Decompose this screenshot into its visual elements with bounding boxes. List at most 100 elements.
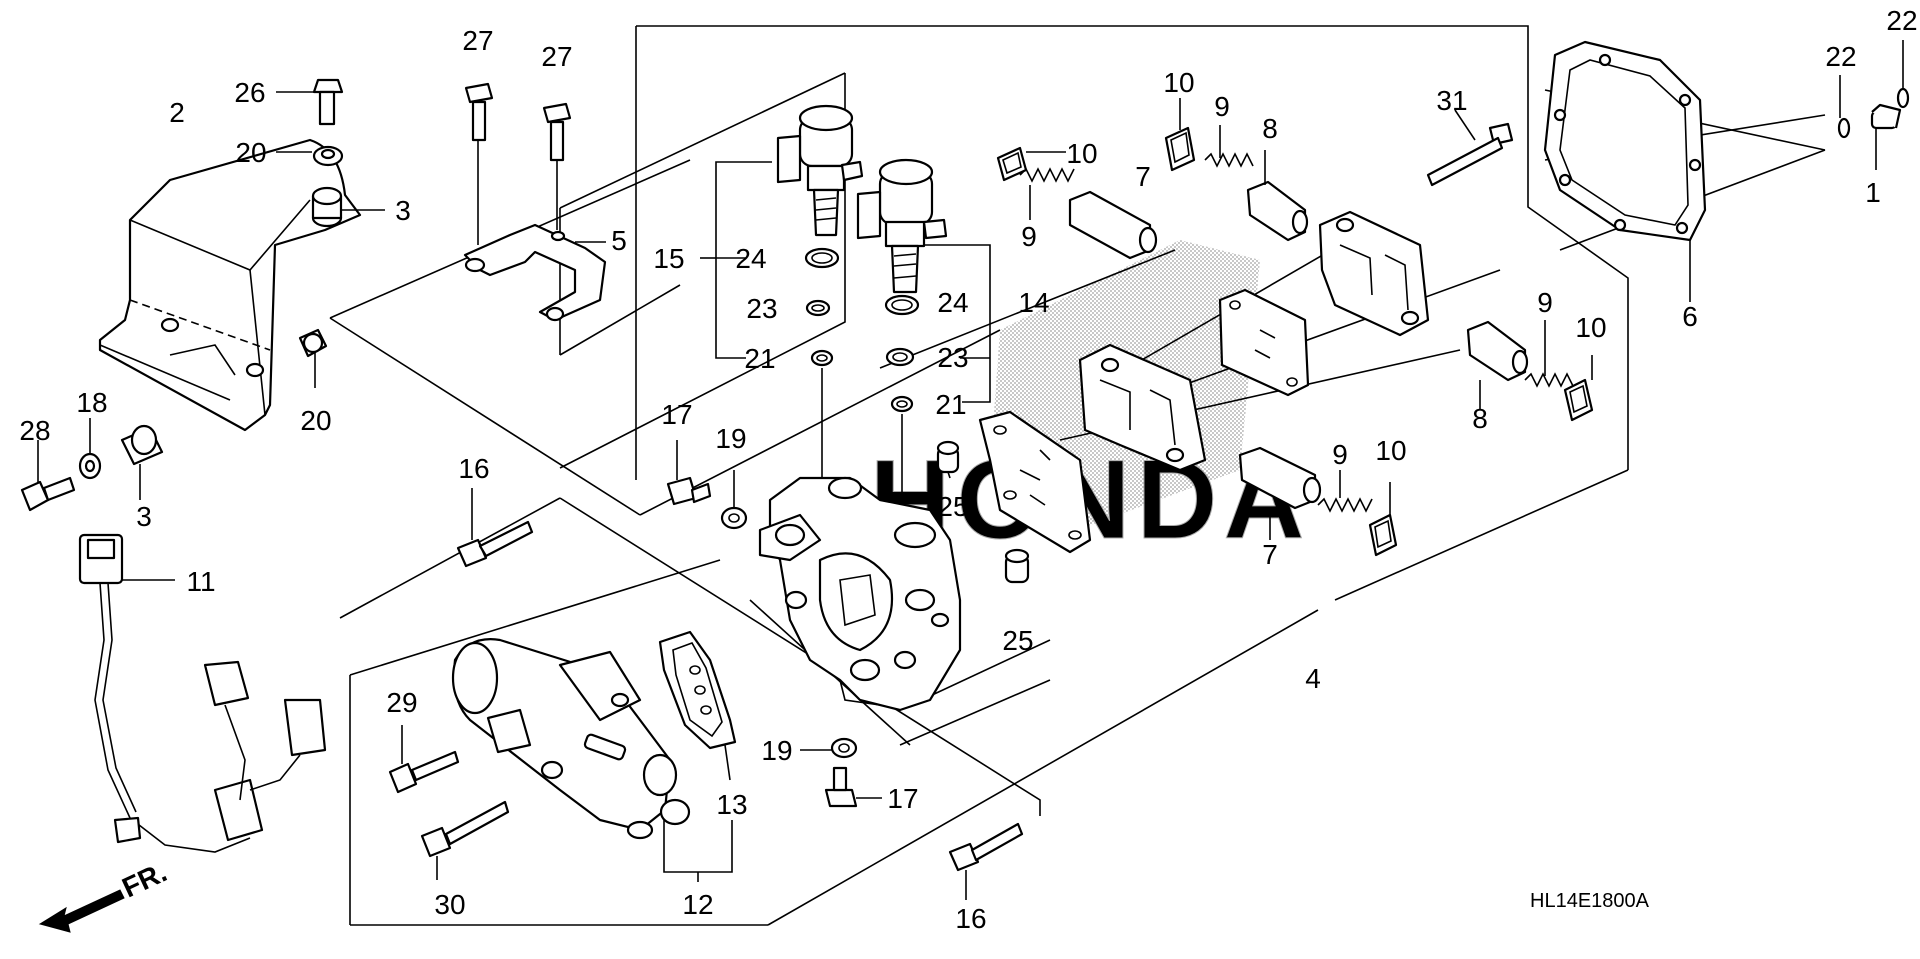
diagram-code: HL14E1800A <box>1530 890 1650 912</box>
washer-part-22a <box>1837 75 1851 139</box>
shift-solenoid-part-12 <box>451 638 691 840</box>
label-part-5: 5 <box>611 225 627 256</box>
label-part-3a: 3 <box>395 195 411 226</box>
oring-part-24b <box>884 294 920 316</box>
front-direction-arrow: FR. <box>38 856 171 933</box>
assembly-box-12 <box>339 497 1041 816</box>
dowel-part-25a <box>936 440 960 479</box>
plate-part-10a <box>996 146 1066 182</box>
bracket-15 <box>700 161 772 359</box>
front-label: FR. <box>117 856 171 903</box>
label-part-16b: 16 <box>955 903 986 934</box>
plug-part-1 <box>1870 103 1902 170</box>
label-part-9d: 9 <box>1332 439 1348 470</box>
oring-part-23b <box>885 347 915 367</box>
washer-part-19a <box>720 470 748 530</box>
label-part-17a: 17 <box>661 399 692 430</box>
bracket-14 <box>910 244 991 403</box>
label-part-12: 12 <box>682 889 713 920</box>
bolt-part-16b <box>948 822 1024 900</box>
label-part-13: 13 <box>716 789 747 820</box>
grommet-part-3b <box>120 424 164 500</box>
label-part-24a: 24 <box>735 243 766 274</box>
bolt-part-31 <box>1426 109 1514 187</box>
label-part-10d: 10 <box>1375 435 1406 466</box>
washer-part-19b <box>800 737 858 759</box>
label-part-2: 2 <box>169 97 185 128</box>
label-part-8a: 8 <box>1262 113 1278 144</box>
spool-part-8a <box>1246 150 1309 242</box>
bolt-part-28 <box>20 440 76 512</box>
label-part-10a: 10 <box>1066 138 1097 169</box>
solenoid-part-14 <box>856 158 948 294</box>
label-part-4: 4 <box>1305 663 1321 694</box>
label-part-6: 6 <box>1682 301 1698 332</box>
spool-part-8b <box>1466 320 1529 410</box>
cover-part-2 <box>98 138 362 432</box>
bolt-part-17a <box>666 440 712 506</box>
label-part-23b: 23 <box>937 342 968 373</box>
bolt-part-17b <box>824 766 882 808</box>
label-part-8b: 8 <box>1472 403 1488 434</box>
spool-part-7b <box>1238 446 1322 540</box>
separator-plate-a <box>978 410 1092 554</box>
collar-part-20b <box>298 328 328 388</box>
label-part-11: 11 <box>186 566 215 597</box>
label-part-10b: 10 <box>1163 67 1194 98</box>
spring-part-9b <box>1204 125 1254 168</box>
valve-body <box>758 476 962 712</box>
spring-part-9c <box>1524 320 1574 388</box>
label-part-10c: 10 <box>1575 312 1606 343</box>
assembly-box-4 <box>349 25 1629 926</box>
label-part-22a: 22 <box>1825 41 1856 72</box>
bolt-part-27a <box>464 82 494 245</box>
label-part-16a: 16 <box>458 453 489 484</box>
label-part-29: 29 <box>386 687 417 718</box>
spring-part-9d <box>1317 470 1373 513</box>
label-part-22b: 22 <box>1886 5 1917 36</box>
bolt-part-29 <box>388 725 460 794</box>
label-part-27a: 27 <box>462 25 493 56</box>
label-part-15: 15 <box>653 243 684 274</box>
bolt-part-26 <box>276 78 344 126</box>
separator-plate-b <box>1218 288 1310 397</box>
oring-part-21a <box>810 349 834 367</box>
label-part-20b: 20 <box>300 405 331 436</box>
bracket-12 <box>663 810 733 882</box>
washer-part-20a <box>276 145 344 167</box>
bolt-part-30 <box>420 800 510 880</box>
oring-part-21b <box>890 395 914 413</box>
plate-part-10c <box>1563 355 1594 422</box>
valve-body-2 <box>1078 343 1207 472</box>
bolt-part-27b <box>542 102 572 230</box>
gasket-part-13 <box>658 630 737 781</box>
part-labels: 1 2 3 3 4 5 6 7 7 8 8 9 9 9 9 10 10 10 1… <box>19 5 1917 934</box>
gasket-part-6 <box>1543 40 1707 302</box>
label-part-19a: 19 <box>715 423 746 454</box>
label-part-21b: 21 <box>935 389 966 420</box>
washer-part-22b <box>1896 40 1910 109</box>
label-part-27b: 27 <box>541 41 572 72</box>
label-part-3b: 3 <box>136 501 152 532</box>
oring-part-23a <box>805 299 831 317</box>
label-part-9b: 9 <box>1214 91 1230 122</box>
oring-part-24a <box>804 247 840 269</box>
label-part-20a: 20 <box>235 137 266 168</box>
label-part-7a: 7 <box>1135 161 1151 192</box>
spring-part-9a <box>1019 167 1075 220</box>
label-part-26: 26 <box>234 77 265 108</box>
label-part-23a: 23 <box>746 293 777 324</box>
label-part-25a: 25 <box>937 491 968 522</box>
label-part-14: 14 <box>1018 287 1049 318</box>
label-part-19b: 19 <box>761 735 792 766</box>
label-part-25b: 25 <box>1002 625 1033 656</box>
label-part-1: 1 <box>1865 177 1881 208</box>
label-part-18: 18 <box>76 387 107 418</box>
label-part-21a: 21 <box>744 343 775 374</box>
dowel-part-25b <box>1004 548 1030 584</box>
grommet-part-3a <box>311 186 385 228</box>
label-part-7b: 7 <box>1262 539 1278 570</box>
label-part-17b: 17 <box>887 783 918 814</box>
label-part-28: 28 <box>19 415 50 446</box>
